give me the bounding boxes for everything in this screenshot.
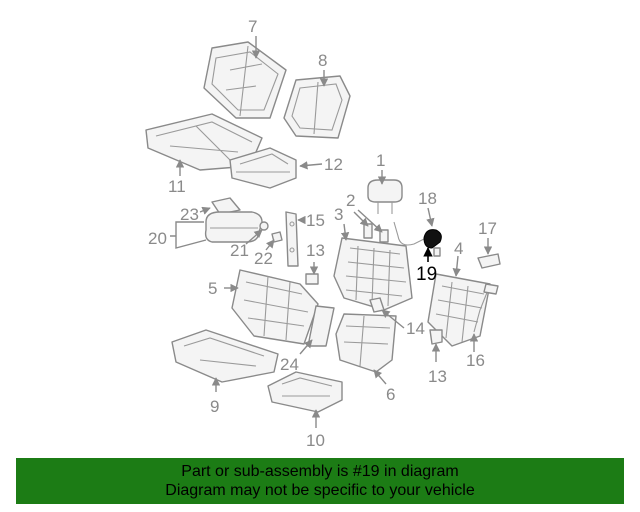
callout-2: 2 (346, 191, 355, 210)
callout-12: 12 (324, 155, 343, 174)
cushion-cover-right (229, 147, 297, 189)
callout-8: 8 (318, 51, 327, 70)
seatback-cover-right (283, 75, 351, 139)
callout-20: 20 (148, 229, 167, 248)
clip-17 (477, 253, 501, 269)
callout-16: 16 (466, 351, 485, 370)
cushion-pad (171, 329, 279, 383)
callout-13b: 13 (428, 367, 447, 386)
leader-lines (170, 36, 493, 428)
parts-diagram: 7 8 11 12 1 2 3 18 17 23 15 20 21 22 13 … (145, 17, 501, 450)
highlighted-part-19 (423, 229, 442, 257)
seatback-frame-left (333, 237, 413, 311)
strap-16 (473, 283, 499, 333)
callout-21: 21 (230, 241, 249, 260)
release-cable (393, 221, 427, 246)
hinge-bracket (285, 211, 299, 267)
callout-6: 6 (386, 385, 395, 404)
clip-13-lower (429, 329, 443, 345)
callout-5: 5 (208, 279, 217, 298)
callout-11: 11 (168, 177, 186, 196)
info-banner: Part or sub-assembly is #19 in diagram D… (16, 458, 624, 504)
callout-17: 17 (478, 219, 497, 238)
seatback-pad-left (231, 269, 319, 345)
callout-19-highlight: 19 (416, 264, 437, 285)
callout-15: 15 (306, 211, 325, 230)
side-pad (307, 305, 335, 347)
callout-14: 14 (406, 319, 425, 338)
callout-3: 3 (334, 205, 343, 224)
banner-line-1: Part or sub-assembly is #19 in diagram (181, 463, 459, 480)
callout-9: 9 (210, 397, 219, 416)
callout-13: 13 (306, 241, 325, 260)
clip-13-upper (305, 273, 319, 285)
callout-7: 7 (248, 17, 257, 36)
callout-4: 4 (454, 239, 463, 258)
callout-23: 23 (180, 205, 199, 224)
callout-24: 24 (280, 355, 299, 374)
seatback-pad-right (335, 313, 397, 373)
latch-cover (211, 197, 241, 215)
seatback-cover-left (203, 41, 287, 119)
banner-line-2: Diagram may not be specific to your vehi… (165, 482, 475, 499)
callout-18: 18 (418, 189, 437, 208)
callout-1: 1 (376, 151, 385, 170)
seatback-frame-right (427, 273, 491, 347)
bolt-21 (259, 221, 269, 231)
cushion-pad-small (267, 371, 343, 413)
callout-10: 10 (306, 431, 325, 450)
headrest (367, 179, 403, 214)
callout-labels: 7 8 11 12 1 2 3 18 17 23 15 20 21 22 13 … (148, 17, 497, 450)
callout-22: 22 (254, 249, 273, 268)
